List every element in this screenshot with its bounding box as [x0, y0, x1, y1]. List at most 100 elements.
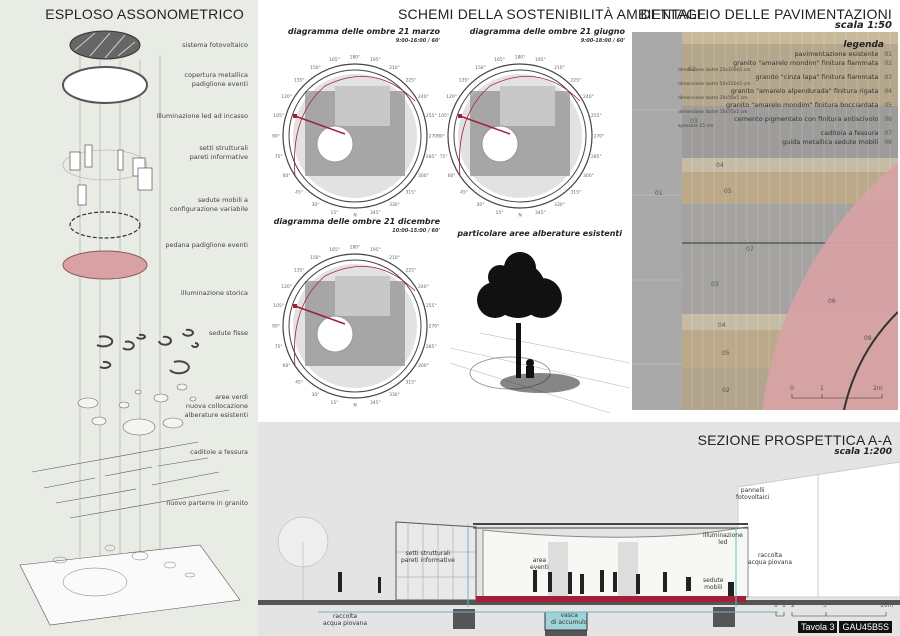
compass-degree-label: 135° — [294, 78, 305, 84]
legend-text: granito "amarelo alpendurada" finitura r… — [730, 87, 879, 95]
legend-number: 06 — [884, 116, 892, 123]
section-panel: SEZIONE PROSPETTICA A-A scala 1:200 sett… — [258, 422, 900, 636]
project-code: GAU45B5S — [839, 621, 892, 633]
compass-degree-label: 75° — [275, 344, 283, 350]
legend-number: 08 — [884, 139, 892, 146]
compass-degree-label: 165° — [494, 57, 505, 63]
shadow-diagram-time: 10:00-15:00 / 60' — [392, 228, 440, 234]
compass-degree-label: 60° — [283, 173, 291, 179]
compass-degree-label: 315° — [405, 379, 416, 385]
plan-material-tag: 03 — [690, 118, 698, 125]
legend-number: 03 — [884, 74, 892, 81]
sun-position-marker — [458, 114, 462, 118]
compass-degree-label: 285° — [591, 154, 602, 160]
compass-degree-label: 240° — [418, 284, 429, 290]
plan-material-tag: 01 — [655, 190, 663, 197]
events-platform — [62, 250, 148, 280]
legend-text: granito "amarelo mondim" finitura fiamma… — [732, 59, 879, 67]
compass-degree-label: 15° — [496, 210, 504, 216]
sun-ray — [459, 115, 511, 135]
compass-degree-label: 285° — [426, 344, 437, 350]
compass-degree-label: 135° — [294, 268, 305, 274]
sun-path — [459, 76, 581, 177]
exploded-label: aree verdi nuova collocazione alberature… — [184, 393, 248, 419]
section-scalebar-label: 1 — [782, 602, 786, 609]
tree-shadow — [500, 373, 580, 393]
person-sitting — [526, 359, 534, 367]
sun-shadow-diagram: 270°285°300°315°330°345°N15°30°45°60°75°… — [272, 245, 439, 409]
legend-number: 07 — [884, 130, 892, 137]
exploded-label: copertura metallica padiglione eventi — [184, 71, 248, 88]
section-tree — [277, 516, 329, 600]
pink-cement-area — [762, 162, 898, 410]
compass-degree-label: 45° — [295, 189, 303, 195]
compass-degree-label: 165° — [329, 247, 340, 253]
legend-number: 02 — [884, 60, 892, 67]
legend-item: guida metallica sedute mobili 08 — [678, 138, 896, 147]
compass-degree-label: 105° — [438, 113, 449, 119]
compass-degree-label: 150° — [475, 65, 486, 71]
tree-canopy — [477, 252, 562, 318]
compass-degree-label: 225° — [405, 268, 416, 274]
compass-degree-label: 225° — [570, 78, 581, 84]
compass-degree-label: 15° — [331, 400, 339, 406]
exploded-label: illuminazione storica — [180, 289, 248, 297]
plan-material-tag: 03 — [711, 281, 719, 288]
section-label-pannelli: pannelli fotovoltaici — [736, 487, 770, 501]
section-scalebar — [775, 612, 887, 617]
plan-material-tag: 08 — [864, 335, 872, 342]
shadow-diagram-title: diagramma delle ombre 21 marzo — [287, 27, 440, 36]
compass-degree-label: 60° — [283, 363, 291, 369]
compass-degree-label: 210° — [389, 65, 400, 71]
plan-material-tag: 04 — [718, 322, 726, 329]
compass-degree-label: 315° — [570, 189, 581, 195]
shadow-diagram-time: 9:00-18:00 / 60' — [580, 38, 625, 44]
plan-material-tag: 05 — [722, 350, 730, 357]
compass-degree-label: 255° — [591, 113, 602, 119]
compass-degree-label: 45° — [460, 189, 468, 195]
sheet-id: Tavola 3 GAU45B5S — [797, 621, 892, 633]
legend-item: granito "amarelo mondim" finitura boccia… — [678, 101, 896, 110]
section-scalebar-label: 2 — [791, 602, 795, 609]
shadow-diagram-title: diagramma delle ombre 21 giugno — [469, 27, 625, 36]
tree-detail-title: particolare aree alberature esistenti — [457, 229, 622, 238]
section-label-vasca: vasca di accumulo — [551, 612, 588, 626]
compass-degree-label: 45° — [295, 379, 303, 385]
compass-degree-label: 345° — [370, 400, 381, 406]
compass-degree-label: 150° — [310, 255, 321, 261]
tree-detail-drawing — [450, 252, 630, 413]
scalebar-label: 2m — [873, 385, 883, 392]
plan-material-tag: 04 — [716, 162, 724, 169]
exploded-label: sistema fotovoltaico — [182, 41, 248, 49]
compass-degree-label: 330° — [554, 202, 565, 208]
events-platform-section — [476, 596, 746, 602]
plan-material-tag: 02 — [722, 387, 730, 394]
compass-degree-label: 315° — [405, 189, 416, 195]
compass-degree-label: 255° — [426, 303, 437, 309]
compass-degree-label: 105° — [273, 113, 284, 119]
compass-degree-label: 240° — [583, 94, 594, 100]
metal-cover — [62, 66, 148, 104]
section-label-led: illuminazione led — [703, 532, 743, 546]
sun-shadow-diagram: 270°285°300°315°330°345°N15°30°45°60°75°… — [437, 55, 605, 219]
sheet-number: Tavola 3 — [797, 621, 838, 633]
compass-degree-label: N — [353, 213, 356, 219]
paving-scale: scala 1:50 — [834, 20, 892, 31]
paving-title: DETTAGLIO DELLE PAVIMENTAZIONI — [640, 6, 892, 22]
compass-degree-label: 210° — [389, 255, 400, 261]
people-silhouettes — [338, 570, 734, 596]
exploded-label: nuovo parterre in granito — [166, 499, 248, 507]
legend-item: granito "amarelo alpendurada" finitura r… — [678, 87, 896, 96]
legend-text: cemento pigmentato con finitura antisciv… — [734, 115, 879, 123]
section-label-raccolta_r: raccolta acqua piovana — [748, 552, 793, 566]
compass-degree-label: 210° — [554, 65, 565, 71]
legend-text: guida metallica sedute mobili — [782, 138, 879, 146]
section-scalebar-label: 5 — [823, 602, 827, 609]
compass-degree-label: 30° — [477, 202, 485, 208]
legend-text: granito "amarelo mondim" finitura boccia… — [725, 101, 879, 109]
compass-degree-label: 270° — [594, 134, 605, 140]
compass-degree-label: 30° — [312, 392, 320, 398]
compass-degree-label: 345° — [535, 210, 546, 216]
